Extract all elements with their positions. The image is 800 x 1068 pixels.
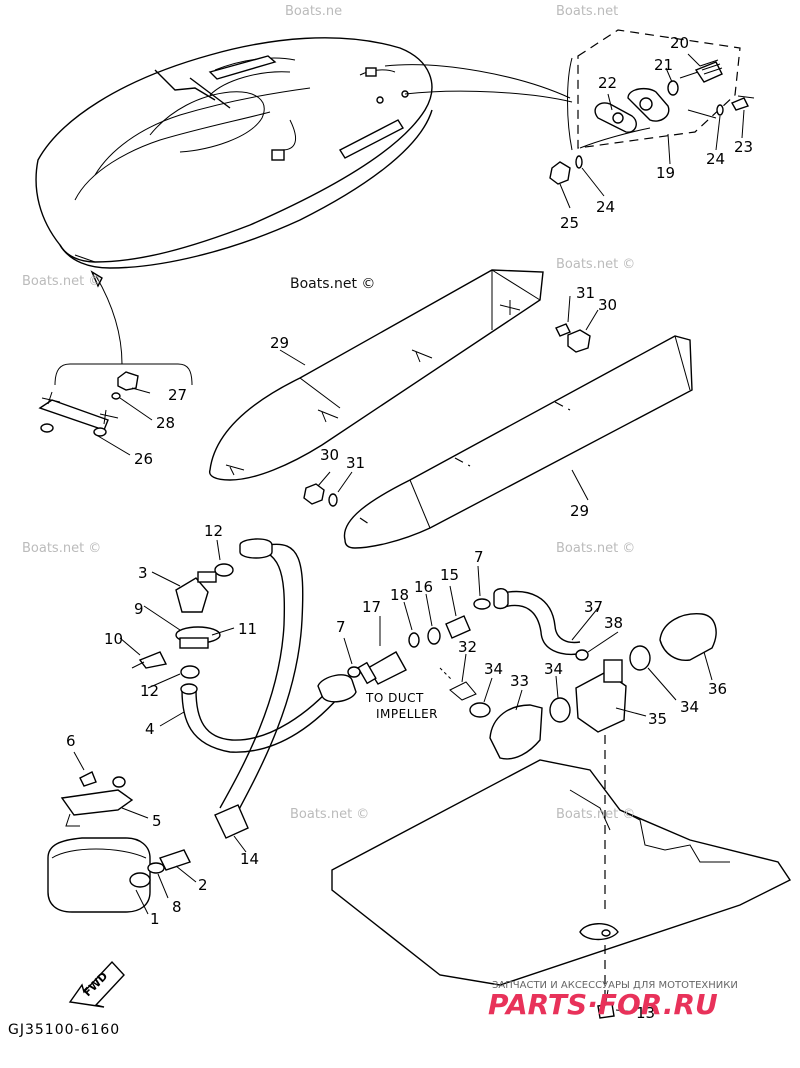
label-5: 5 <box>152 812 162 830</box>
label-30a: 30 <box>598 296 617 314</box>
label-9: 9 <box>134 600 144 618</box>
label-37: 37 <box>584 598 603 616</box>
label-34a: 34 <box>484 660 503 678</box>
bolt-13 <box>597 989 615 1019</box>
watermark-right-3: Boats.net © <box>556 807 635 822</box>
vent-assembly-callout <box>549 29 755 185</box>
sponson-fasteners <box>303 323 591 507</box>
watermark-left-2: Boats.net © <box>22 541 101 556</box>
label-7b: 7 <box>474 548 484 566</box>
label-4: 4 <box>145 720 155 738</box>
label-38: 38 <box>604 614 623 632</box>
label-36: 36 <box>708 680 727 698</box>
label-14: 14 <box>240 850 259 868</box>
to-duct-note-line2: IMPELLER <box>376 707 438 721</box>
bracket-assembly <box>38 270 193 437</box>
label-32: 32 <box>458 638 477 656</box>
label-29b: 29 <box>570 502 589 520</box>
shop-brand-logo: PARTS·FOR.RU <box>488 988 718 1021</box>
sponson-lower <box>343 335 693 549</box>
label-10: 10 <box>104 630 123 648</box>
label-7a: 7 <box>336 618 346 636</box>
label-34b: 34 <box>544 660 563 678</box>
diagram-code: GJ35100-6160 <box>8 1022 120 1038</box>
label-31a: 31 <box>576 284 595 302</box>
fwd-arrow-icon <box>68 960 125 1008</box>
watermarks: Boats.ne Boats.net Boats.net © Boats.net… <box>22 4 635 822</box>
label-27: 27 <box>168 386 187 404</box>
label-2: 2 <box>198 876 208 894</box>
label-12b: 12 <box>140 682 159 700</box>
label-25: 25 <box>560 214 579 232</box>
leader-hull-to-vent <box>384 64 571 99</box>
label-6: 6 <box>66 732 76 750</box>
label-29a: 29 <box>270 334 289 352</box>
label-26: 26 <box>134 450 153 468</box>
watermark-right-1: Boats.net © <box>556 257 635 272</box>
watermark-right-2: Boats.net © <box>556 541 635 556</box>
watermark-left-3: Boats.net © <box>290 807 369 822</box>
label-11: 11 <box>238 620 257 638</box>
watermark-left-1: Boats.net © <box>22 274 101 289</box>
label-13: 13 <box>636 1004 655 1022</box>
floor-panel <box>331 759 792 986</box>
label-16: 16 <box>414 578 433 596</box>
label-17: 17 <box>362 598 381 616</box>
label-18: 18 <box>390 586 409 604</box>
watermark-top-left: Boats.ne <box>285 4 342 19</box>
label-19: 19 <box>656 164 675 182</box>
label-22: 22 <box>598 74 617 92</box>
label-12a: 12 <box>204 522 223 540</box>
label-24b: 24 <box>596 198 615 216</box>
label-30b: 30 <box>320 446 339 464</box>
leader-lines <box>73 53 745 1013</box>
label-28: 28 <box>156 414 175 432</box>
watermark-center: Boats.net © <box>290 276 375 292</box>
label-23: 23 <box>734 138 753 156</box>
label-20: 20 <box>670 34 689 52</box>
label-3: 3 <box>138 564 148 582</box>
label-1: 1 <box>150 910 160 928</box>
label-15: 15 <box>440 566 459 584</box>
label-24a: 24 <box>706 150 725 168</box>
label-34c: 34 <box>680 698 699 716</box>
shop-tagline: ЗАПЧАСТИ И АКСЕССУАРЫ ДЛЯ МОТОТЕХНИКИ <box>492 980 738 991</box>
part-number-labels: 20 21 22 23 24 19 24 25 29 31 30 30 31 2… <box>66 34 753 1022</box>
to-duct-note-line1: TO DUCT <box>365 691 424 705</box>
label-31b: 31 <box>346 454 365 472</box>
hose-assembly-right <box>347 588 717 1000</box>
hose-assembly-left <box>47 538 357 913</box>
watermark-top-right: Boats.net <box>556 4 618 19</box>
label-35: 35 <box>648 710 667 728</box>
sponson-upper <box>208 269 544 481</box>
watercraft-illustration <box>35 37 433 269</box>
label-21: 21 <box>654 56 673 74</box>
label-8: 8 <box>172 898 182 916</box>
label-33: 33 <box>510 672 529 690</box>
